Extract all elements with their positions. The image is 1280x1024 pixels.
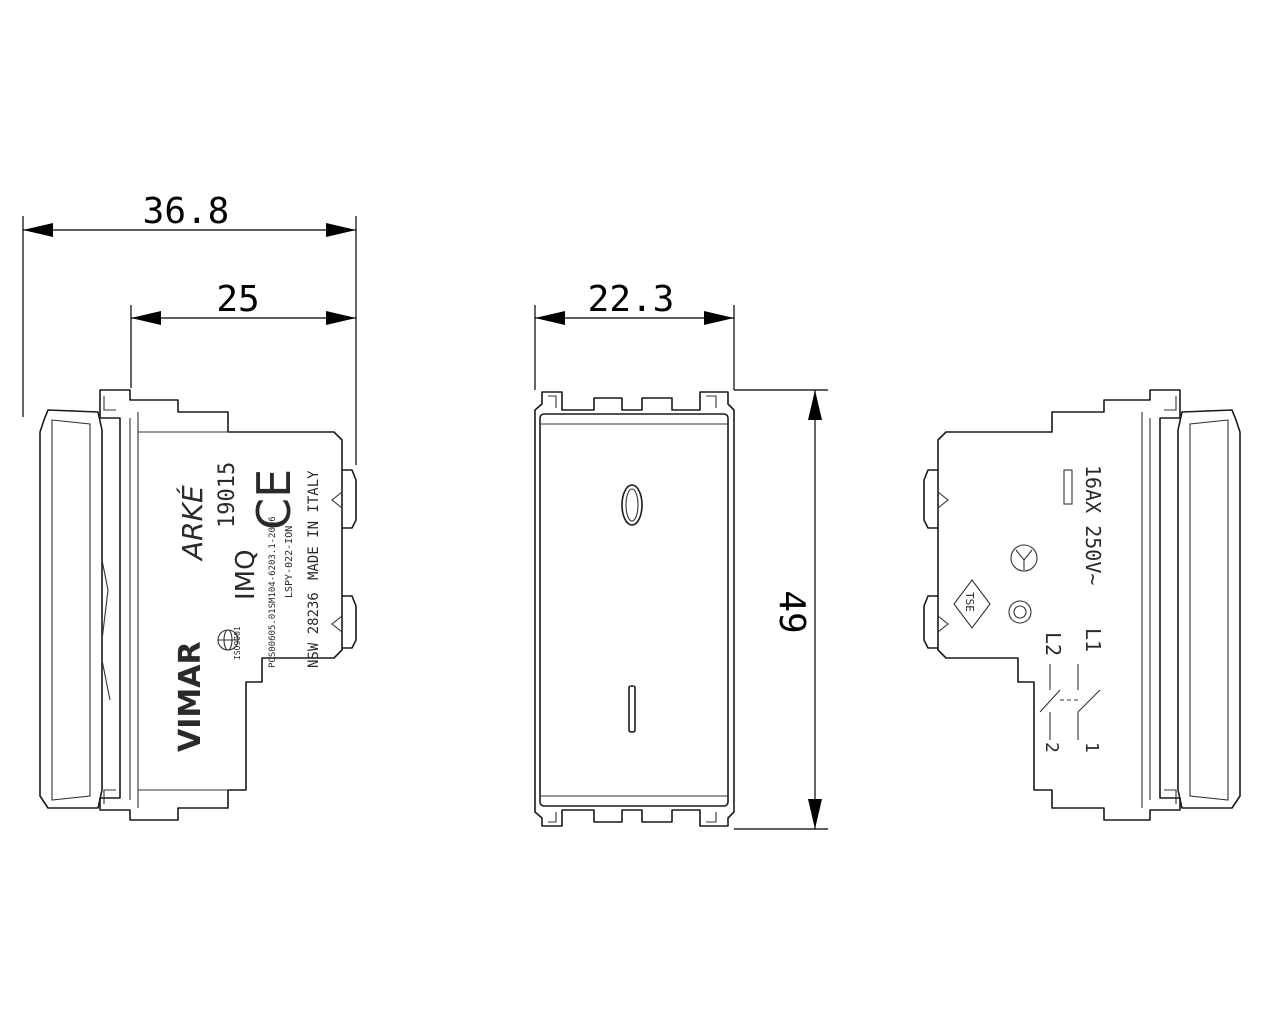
on-symbol-icon [628, 685, 636, 733]
cert-circle-icon [1010, 544, 1038, 572]
switch-schematic-icon [1039, 664, 1101, 740]
left-side-view: VIMAR ARKÉ 19015 CE IMQ PCS00605.01SM104… [39, 389, 357, 821]
terminal-l2-label: L2 [1041, 632, 1065, 656]
terminal-1-label: 1 [1081, 742, 1102, 753]
dimension-label-overall-depth: 36.8 [143, 191, 230, 232]
rating-label: 16AX 250V~ [1081, 465, 1105, 585]
certification-globe-icon [217, 629, 239, 651]
tse-label: TSE [963, 592, 976, 612]
origin-label: MADE IN ITALY [306, 470, 322, 580]
brand-label: VIMAR [173, 641, 208, 752]
dimension-body-depth: 25 [130, 279, 356, 388]
dimension-label-height: 49 [771, 590, 812, 633]
dimension-label-body-depth: 25 [216, 279, 259, 320]
tse-mark-icon: TSE [953, 579, 991, 629]
right-side-view: 16AX 250V~ TSE L1 L2 1 2 [923, 389, 1241, 821]
dimension-overall-depth: 36.8 [22, 191, 357, 465]
terminal-2-label: 2 [1041, 742, 1062, 753]
terminal-l1-label: L1 [1081, 628, 1105, 652]
product-code: 19015 [215, 462, 240, 528]
ce-mark: CE [247, 469, 301, 530]
dimension-height: 49 [734, 389, 828, 830]
imq-mark: IMQ [231, 549, 261, 600]
standard-1-label: PCS00605.01SM104-6203.1-2006 [268, 516, 278, 668]
series-label: ARKÉ [175, 485, 209, 562]
ccc-mark-icon [1008, 600, 1032, 624]
dimension-front-width: 22.3 [534, 279, 735, 390]
cert-text-label: ISO9001 [233, 626, 242, 660]
serial-label: NSW 28236 [306, 592, 322, 668]
dimension-label-front-width: 22.3 [588, 279, 675, 320]
standard-2-label: LSPY-022-ION [284, 526, 295, 598]
off-symbol-icon [621, 484, 643, 526]
front-view [534, 391, 735, 827]
